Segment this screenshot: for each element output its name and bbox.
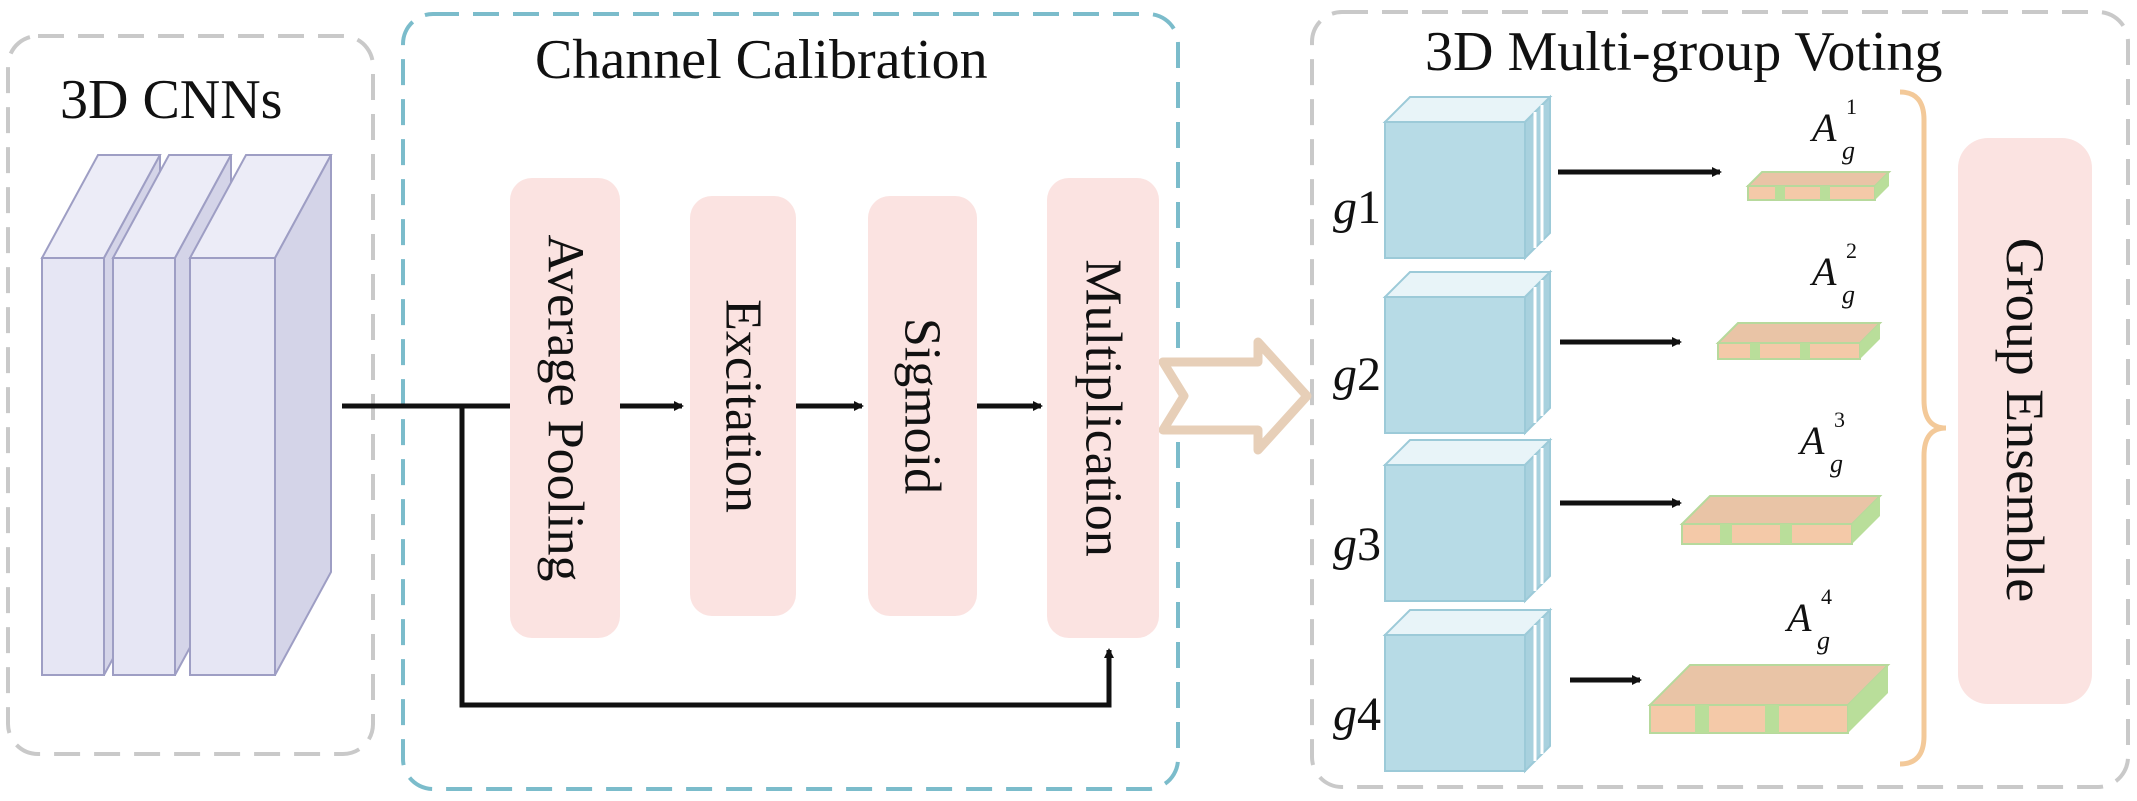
cnn-slab-stack (40, 154, 333, 676)
group-arrows (1558, 167, 1722, 685)
sigmoid-box (868, 196, 977, 616)
attention-map-2 (1715, 322, 1883, 360)
group-label-g3: g3 (1333, 518, 1381, 571)
attention-maps (1647, 171, 1892, 734)
group-block-g1 (1382, 94, 1553, 261)
group-block-g2 (1382, 269, 1553, 436)
cnn-panel-title: 3D CNNs (60, 69, 283, 131)
excitation-label: Excitation (714, 299, 772, 513)
group-label-g1: g1 (1333, 181, 1381, 234)
group-ensemble-label: Group Ensemble (1995, 237, 2055, 603)
voting-panel (1310, 10, 2130, 789)
sigmoid-label: Sigmoid (893, 317, 951, 495)
calibration-panel (401, 12, 1180, 791)
attention-map-1 (1745, 171, 1892, 201)
cnn-panel (6, 34, 375, 756)
average-pooling-label: Average Pooling (536, 234, 594, 582)
attention-map-4 (1647, 664, 1891, 734)
group-block-g3 (1382, 437, 1553, 604)
attention-map-3 (1679, 495, 1883, 545)
group-ensemble-box (1958, 138, 2092, 704)
skip-connection-arrow (459, 406, 1114, 708)
excitation-box (690, 196, 796, 616)
calibration-panel-title: Channel Calibration (535, 29, 988, 91)
voting-panel-title: 3D Multi-group Voting (1425, 21, 1943, 83)
group-blocks (1382, 94, 1553, 774)
group-block-g4 (1382, 607, 1553, 774)
group-label-g2: g2 (1333, 348, 1381, 401)
group-label-g4: g4 (1333, 688, 1381, 741)
cnn-slab (188, 154, 333, 676)
multiplication-box (1047, 178, 1159, 638)
hollow-transition-arrow (1158, 337, 1312, 455)
average-pooling-box (510, 178, 620, 638)
group-brace (1899, 89, 1947, 767)
calibration-connectors (342, 401, 1114, 708)
multiplication-label: Multiplication (1074, 259, 1132, 557)
